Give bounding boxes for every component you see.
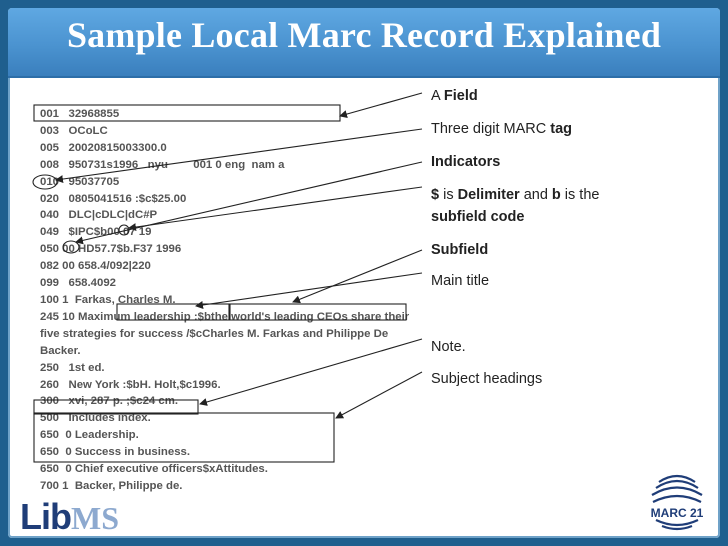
explain-field: A Field (431, 88, 478, 104)
box-subfield (229, 303, 407, 321)
explain-subject-headings: Subject headings (431, 371, 543, 387)
libms-logo-lib: Lib (20, 496, 72, 537)
explain-subfield-bold: Subfield (431, 242, 489, 258)
explain-main-title: Main title (431, 273, 490, 289)
explain-subfield: Subfield (431, 242, 488, 258)
arrow-delimiter (128, 186, 423, 231)
box-note (33, 399, 199, 415)
record-line: 099 658.4092 (40, 277, 117, 290)
record-line: 250 1st ed. (40, 361, 105, 374)
box-subject-headings (33, 412, 335, 463)
slide: Sample Local Marc Record Explained 001 3… (8, 8, 720, 538)
explain-tag-prefix: Three digit MARC (431, 121, 551, 137)
explain-tag-bold: tag (550, 121, 573, 137)
record-line: 001 32968855 (40, 108, 120, 120)
record-line: 500 Includes index. (40, 412, 151, 425)
explain-subfield-code-bold: subfield code (431, 209, 525, 225)
record-line: 650 0 Success in business. (40, 446, 191, 459)
record-line: 003 OCoLC (40, 124, 108, 137)
explain-subfield-code: subfield code (431, 209, 524, 225)
libms-logo: LibMS (20, 496, 119, 537)
explain-delimiter-isthe: is the (560, 187, 600, 203)
explain-indicators-bold: Indicators (431, 154, 501, 170)
record-line: 700 1 Backer, Philippe de. (40, 479, 183, 492)
explain-tag: Three digit MARC tag (431, 121, 572, 137)
record-line: 082 00 658.4/092|220 (40, 260, 151, 273)
record-line: 260 New York :$bH. Holt,$c1996. (40, 378, 221, 391)
arrow-indicators (75, 161, 423, 245)
arrow-tag (55, 128, 423, 183)
marc21-globe-icon (651, 474, 703, 531)
explain-field-prefix: A (431, 88, 444, 104)
record-line: 650 0 Chief executive officers$xAttitude… (40, 463, 268, 476)
explain-delimiter-is: is (439, 187, 458, 203)
arrow-main-title (195, 272, 423, 309)
title-bar: Sample Local Marc Record Explained (8, 8, 720, 78)
record-line: 650 0 Leadership. (40, 429, 139, 442)
circle-indicators (62, 240, 80, 254)
slide-title: Sample Local Marc Record Explained (66, 15, 662, 55)
explain-note: Note. (431, 339, 466, 355)
box-main-title (116, 303, 230, 321)
arrow-field (339, 92, 423, 118)
marc21-label: MARC 21 (650, 506, 704, 520)
explain-field-bold: Field (443, 88, 478, 104)
box-field-001 (33, 104, 341, 122)
record-line: 008 950731s1996 nyu 001 0 eng nam a (40, 158, 285, 171)
circle-tag (32, 174, 58, 190)
record-line: 005 20020815003300.0 (40, 141, 167, 154)
explain-delimiter-and: and (519, 187, 552, 203)
libms-logo-ms: MS (70, 500, 119, 536)
record-line: 049 $IPC$b00 07 19 (40, 226, 152, 239)
record-line: 010 95037705 (40, 175, 120, 188)
record-line: 100 1 Farkas, Charles M. (40, 293, 176, 306)
explain-delimiter-word: Delimiter (457, 187, 520, 203)
record-line: 020 0805041516 :$c$25.00 (40, 192, 187, 205)
annotation-overlay (32, 92, 423, 463)
marc21-logo: MARC 21 (642, 468, 712, 532)
arrow-subject (335, 371, 423, 419)
record-line: 040 DLC|cDLC|dC#P (40, 209, 158, 222)
marc-record: 001 32968855 003 OCoLC 005 20020815003300.… (40, 106, 420, 495)
arrow-note (199, 338, 423, 406)
explain-delimiter-b: b (551, 187, 561, 203)
explain-indicators: Indicators (431, 154, 500, 170)
record-line: 300 xvi, 287 p. ;$c24 cm. (40, 395, 179, 408)
arrow-subfield (292, 249, 423, 304)
record-line: 050 00 HD57.7$b.F37 1996 (40, 243, 182, 256)
explain-delimiter-dollar: $ (431, 187, 440, 203)
explain-delimiter: $ is Delimiter and b is the (431, 187, 599, 203)
